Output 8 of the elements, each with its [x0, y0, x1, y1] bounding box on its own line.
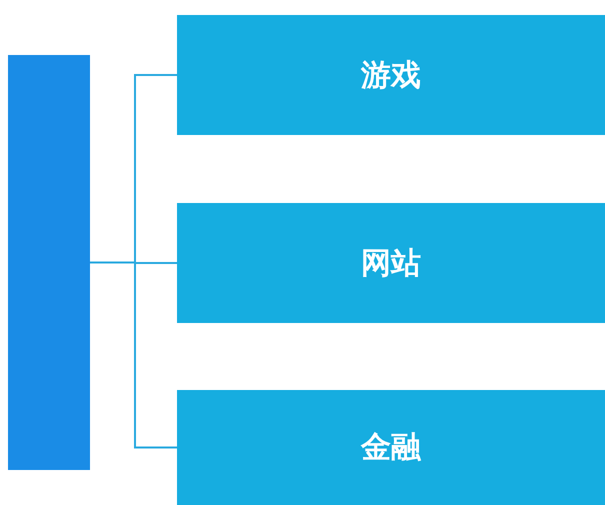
- category-box: [177, 203, 605, 323]
- side-bar: [8, 55, 90, 470]
- category-box: [177, 15, 605, 135]
- connector-line: [90, 262, 177, 448]
- category-label: 网站: [361, 244, 421, 282]
- category-label: 金融: [361, 429, 421, 467]
- category-label: 游戏: [361, 56, 421, 94]
- category-box: [177, 390, 605, 505]
